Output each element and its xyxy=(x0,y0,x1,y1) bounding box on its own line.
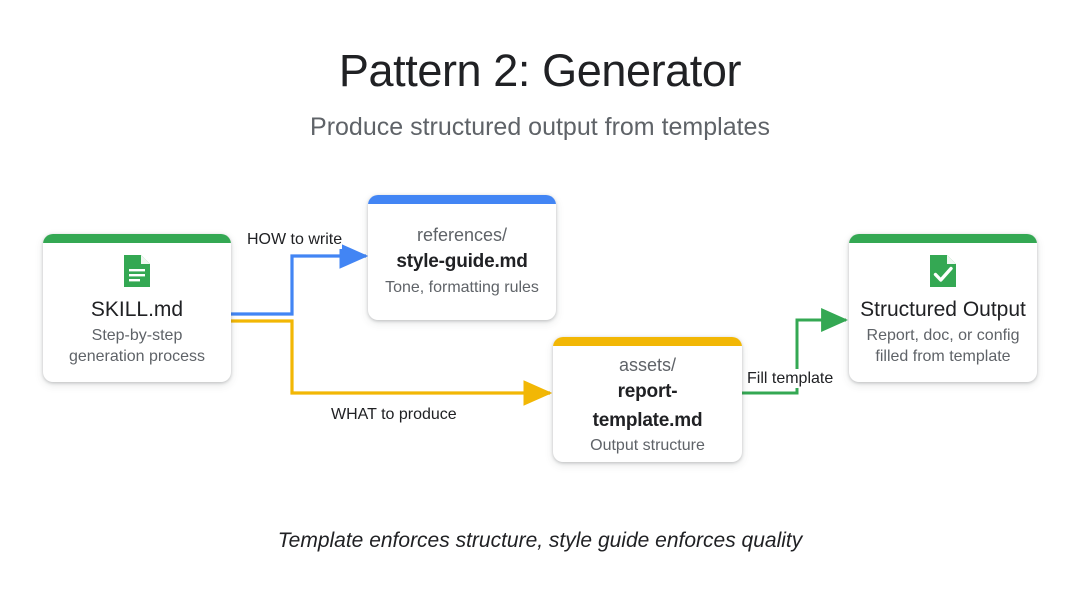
edge-skill-to-assets xyxy=(231,319,553,406)
page-subtitle: Produce structured output from templates xyxy=(310,113,770,141)
card-prefix-assets: assets/ xyxy=(618,355,677,375)
node-card-skill[interactable]: SKILL.md Step-by-step generation process xyxy=(43,234,231,382)
edge-label-fill-template: Fill template xyxy=(747,369,834,389)
card-desc-skill-line1: Step-by-step xyxy=(91,326,183,344)
card-desc-references: Tone, formatting rules xyxy=(385,278,539,296)
document-check-icon xyxy=(930,255,956,288)
card-body-skill: SKILL.md Step-by-step generation process xyxy=(43,243,231,382)
card-desc-assets: Output structure xyxy=(590,437,705,455)
card-desc-output-line2: filled from template xyxy=(875,348,1011,366)
card-body-references: references/ style-guide.md Tone, formatt… xyxy=(368,204,556,320)
edge-label-how-to-write: HOW to write xyxy=(247,230,343,250)
card-body-assets: assets/ report-template.md Output struct… xyxy=(553,346,742,462)
card-prefix-references: references/ xyxy=(416,224,508,245)
node-card-assets[interactable]: assets/ report-template.md Output struct… xyxy=(553,337,742,462)
card-accent-bar-blue xyxy=(368,195,556,204)
node-card-references[interactable]: references/ style-guide.md Tone, formatt… xyxy=(368,195,556,320)
edge-skill-to-references xyxy=(231,243,369,316)
card-title-output: Structured Output xyxy=(860,298,1026,322)
card-title-skill: SKILL.md xyxy=(90,298,184,322)
card-filename-references: style-guide.md xyxy=(396,251,528,272)
card-accent-bar-yellow xyxy=(553,337,742,346)
card-accent-bar-green xyxy=(43,234,231,243)
card-desc-skill-line2: generation process xyxy=(68,348,206,366)
node-card-output[interactable]: Structured Output Report, doc, or config… xyxy=(849,234,1037,382)
card-desc-output-line1: Report, doc, or config xyxy=(866,326,1020,344)
edge-label-what-to-produce: WHAT to produce xyxy=(331,405,457,425)
document-lines-icon xyxy=(124,255,150,288)
card-body-output: Structured Output Report, doc, or config… xyxy=(849,243,1037,382)
footer-caption: Template enforces structure, style guide… xyxy=(277,529,803,552)
card-accent-bar-green-output xyxy=(849,234,1037,243)
card-filename-assets: report-template.md xyxy=(592,381,703,431)
page-title: Pattern 2: Generator xyxy=(338,45,742,96)
